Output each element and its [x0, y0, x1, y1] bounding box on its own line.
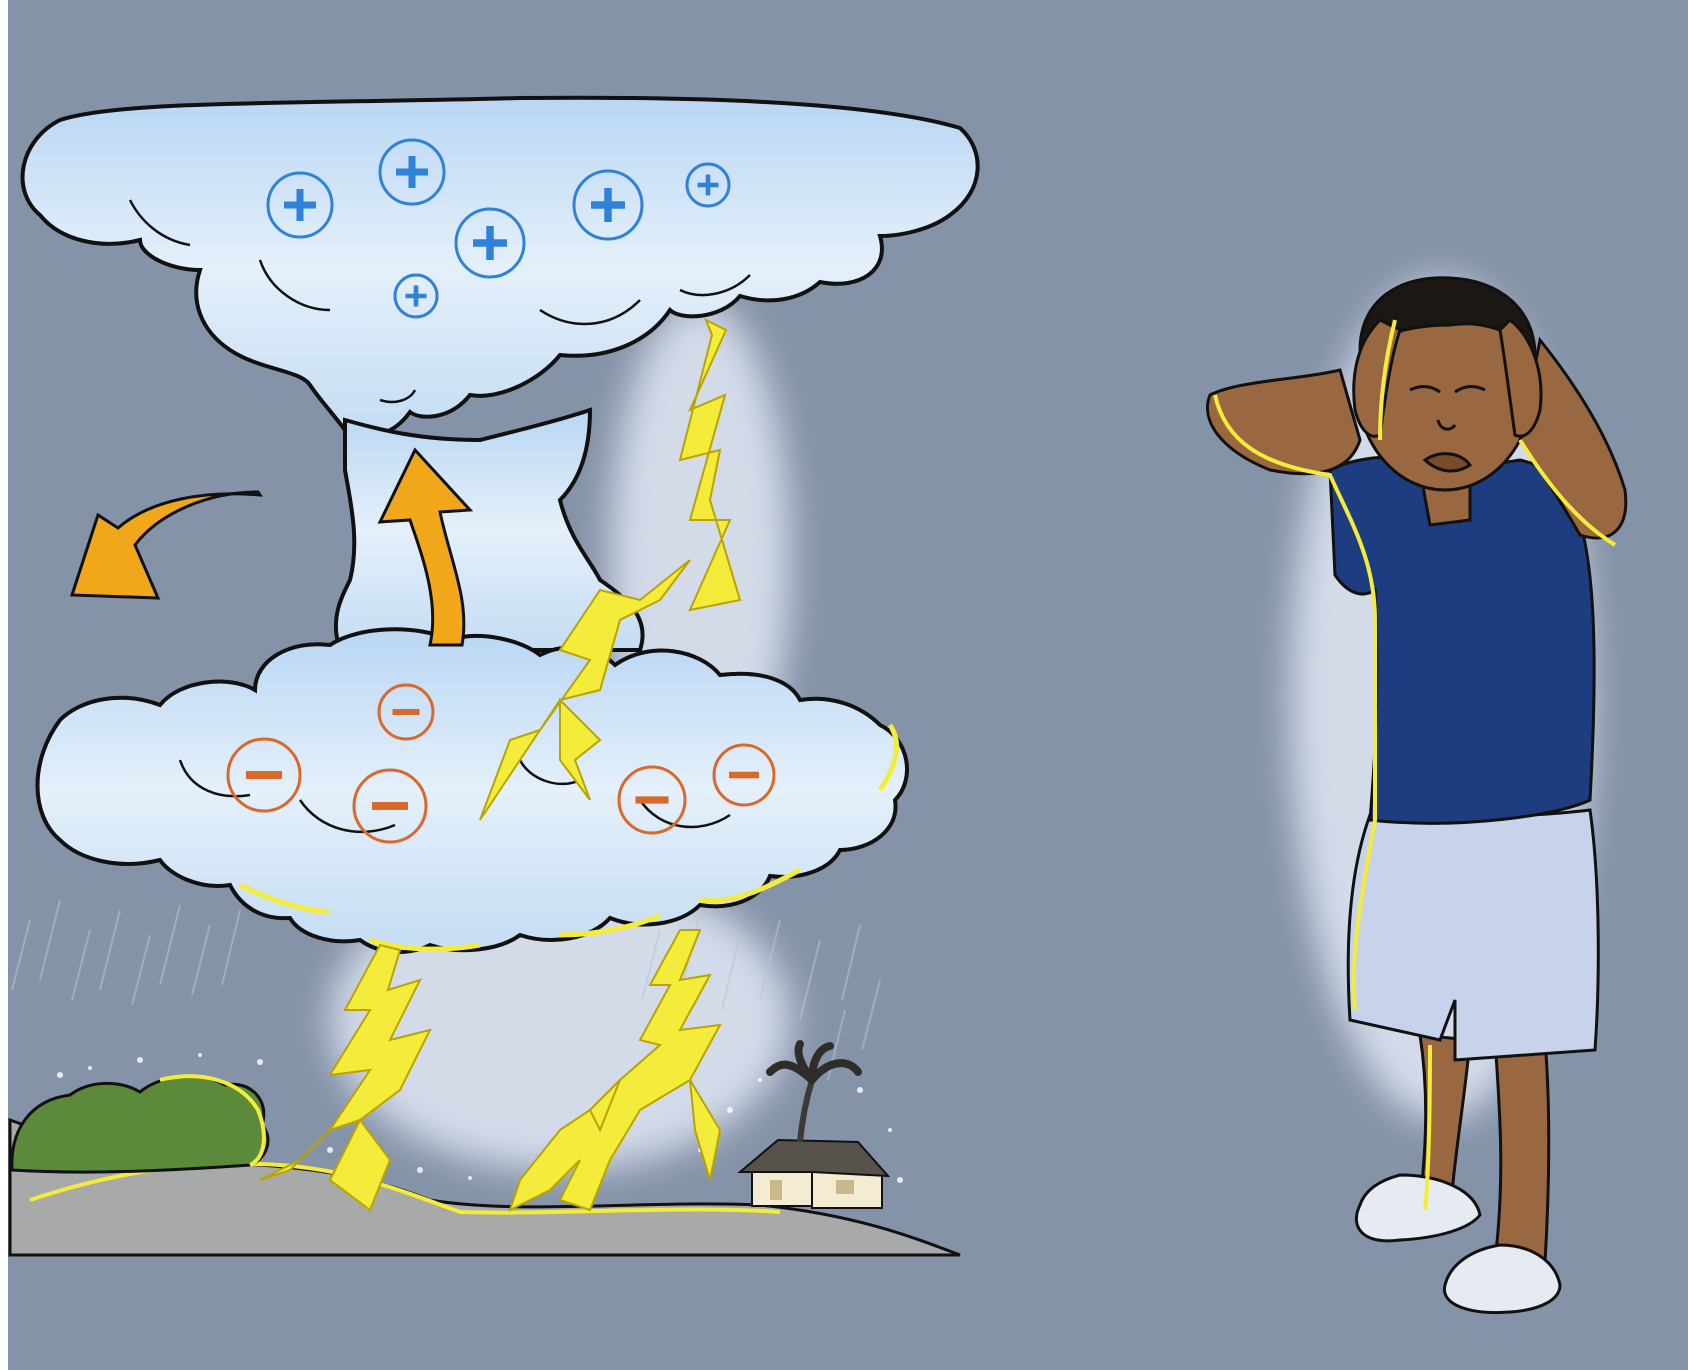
- left-border: [0, 0, 8, 1370]
- boy-shorts: [1348, 810, 1598, 1060]
